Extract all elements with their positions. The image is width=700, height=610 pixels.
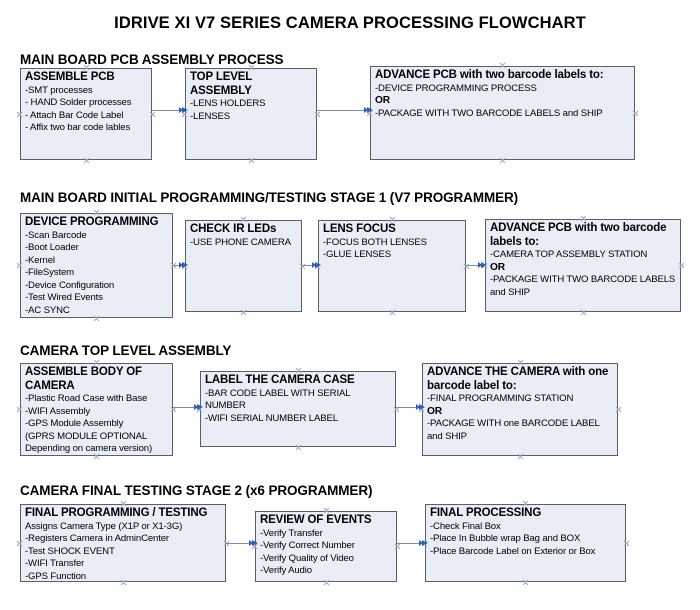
node-line: Depending on camera version) [25,443,152,455]
node-line: -LENSES [190,110,231,122]
node-line: -Verify Correct Number [260,540,355,552]
node-line: -Device Configuration [25,279,115,291]
connector-arrow-icon [466,261,487,270]
node-line: -PACKAGE WITH one BARCODE LABEL and SHIP [427,418,600,442]
node-final-processing[interactable]: FINAL PROCESSING -Check Final Box-Place … [425,504,626,582]
node-line: -USE PHONE CAMERA [190,236,291,248]
node-line: -SMT processes [25,84,93,96]
node-line: -DEVICE PROGRAMMING PROCESS [375,82,537,94]
node-heading: FINAL PROCESSING [430,507,542,519]
node-line: -AC SYNC [25,305,70,317]
node-line: -WIFI Assembly [25,405,91,417]
node-advance-pcb-two-barcode-labels[interactable]: ADVANCE PCB with two barcode labels to:-… [370,66,635,160]
connector-arrow-icon [317,106,373,115]
node-review-of-events[interactable]: REVIEW OF EVENTS-Verify Transfer-Verify … [255,511,397,582]
node-line: -Registers Camera in AdminCenter [25,533,169,545]
node-line: -FINAL PROGRAMMING STATION [427,393,574,404]
node-line: -FOCUS BOTH LENSES [323,236,427,248]
node-line: -Boot Loader [25,242,79,254]
connector-arrow-icon [173,403,203,412]
node-line: -Place In Bubble wrap Bag and BOX [430,533,581,545]
node-heading: LABEL THE CAMERA CASE [205,374,355,386]
section-title-main-board-initial-programming-testing-stage-1: MAIN BOARD INITIAL PROGRAMMING/TESTING S… [20,190,519,205]
node-heading: CHECK IR LEDs [190,223,277,235]
node-heading: FINAL PROGRAMMING / TESTING [25,507,208,519]
node-line: -Kernel [25,254,55,266]
node-heading: TOP LEVEL ASSEMBLY [190,71,252,97]
node-heading: DEVICE PROGRAMMING [25,216,159,228]
node-advance-pcb-to-camera-top-assembly[interactable]: ADVANCE PCB with two barcode labels to:-… [485,219,681,312]
node-line: -GLUE LENSES [323,249,392,261]
connector-arrow-icon [397,539,428,548]
section-title-camera-final-testing-stage-2: CAMERA FINAL TESTING STAGE 2 (x6 PROGRAM… [20,483,373,498]
node-line: OR [427,405,442,417]
node-line: - HAND Solder processes [25,97,132,109]
node-check-ir-leds[interactable]: CHECK IR LEDs-USE PHONE CAMERA [185,220,302,312]
node-line: -Verify Quality of Video [260,552,354,564]
node-assemble-body-of-camera[interactable]: ASSEMBLE BODY OF CAMERA-Plastic Road Cas… [20,363,173,456]
node-line: -LENS HOLDERS [190,98,266,109]
node-heading: ASSEMBLE PCB [25,71,115,83]
node-line: -GPS Function [25,570,86,582]
node-heading: ADVANCE THE CAMERA with one barcode labe… [427,366,609,392]
node-line: OR [490,261,505,273]
connector-arrow-icon [226,539,258,548]
node-lens-focus[interactable]: LENS FOCUS-FOCUS BOTH LENSES-GLUE LENSES [318,220,466,312]
page-title: IDRIVE XI V7 SERIES CAMERA PROCESSING FL… [114,14,586,32]
section-title-camera-top-level-assembly: CAMERA TOP LEVEL ASSEMBLY [20,343,232,358]
node-heading: ASSEMBLE BODY OF CAMERA [25,366,142,392]
node-heading: ADVANCE PCB with two barcode labels to: [375,69,604,81]
node-line: -WIFI Transfer [25,558,85,570]
node-line: -Test SHOCK EVENT [25,545,115,557]
node-line: -WIFI SERIAL NUMBER LABEL [205,412,338,424]
node-line: -PACKAGE WITH TWO BARCODE LABELS and SHI… [490,274,676,298]
node-line: (GPRS MODULE OPTIONAL [25,430,148,442]
node-line: -Verify Transfer [260,527,323,539]
node-line: - Affix two bar code lables [25,122,131,134]
node-line: -PACKAGE WITH TWO BARCODE LABELS and SHI… [375,107,603,119]
node-assemble-pcb[interactable]: ASSEMBLE PCB-SMT processes- HAND Solder … [20,68,152,160]
node-heading: ADVANCE PCB with two barcode labels to: [490,222,667,248]
node-heading: REVIEW OF EVENTS [260,514,372,526]
node-line: -Test Wired Events [25,292,103,304]
node-device-programming[interactable]: DEVICE PROGRAMMING-Scan Barcode-Boot Loa… [20,213,173,318]
node-line: -Check Final Box [430,520,501,532]
node-line: -GPS Module Assembly [25,418,124,430]
node-line: - Attach Bar Code Label [25,109,124,121]
node-line: -BAR CODE LABEL WITH SERIAL NUMBER [205,387,351,412]
node-line: Assigns Camera Type (X1P or X1-3G) [25,520,183,532]
node-advance-the-camera-one-barcode-label[interactable]: ADVANCE THE CAMERA with one barcode labe… [422,363,618,456]
node-line: -Place Barcode Label on Exterior or Box [430,545,596,557]
node-line: -Scan Barcode [25,229,87,241]
section-title-main-board-pcb-assembly-process: MAIN BOARD PCB ASSEMBLY PROCESS [20,52,284,67]
node-line: -Plastic Road Case with Base [25,393,148,404]
node-line: -FileSystem [25,267,74,279]
node-line: -CAMERA TOP ASSEMBLY STATION [490,249,648,260]
node-line: OR [375,95,390,107]
node-heading: LENS FOCUS [323,223,396,235]
node-label-the-camera-case[interactable]: LABEL THE CAMERA CASE-BAR CODE LABEL WIT… [200,371,396,447]
connector-arrow-icon [152,106,188,115]
connector-arrow-icon [396,403,425,412]
node-line: -Verify Audio [260,565,312,577]
node-top-level-assembly[interactable]: TOP LEVEL ASSEMBLY-LENS HOLDERS-LENSES [185,68,317,160]
